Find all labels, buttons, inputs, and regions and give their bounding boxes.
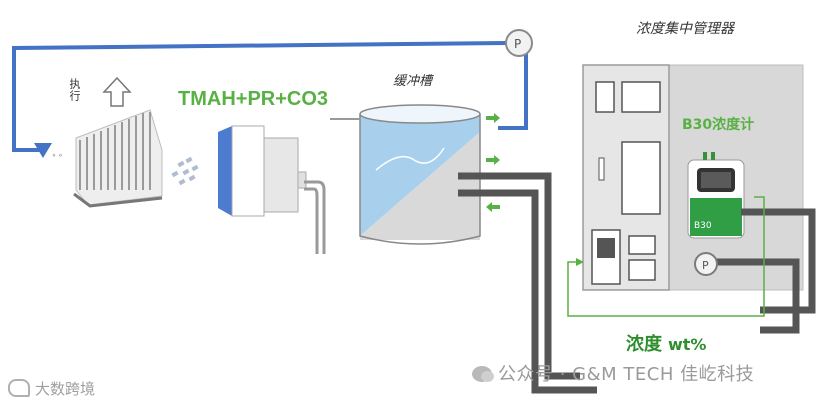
supply-pipe xyxy=(304,180,326,254)
wechat-watermark: 公众号 · G&M TECH 佳屹科技 xyxy=(472,360,754,386)
concentration-unit: wt% xyxy=(668,335,707,354)
sampling-pipes xyxy=(458,172,816,394)
green-flow-arrows xyxy=(486,113,500,212)
buffer-tank-label: 缓冲槽 xyxy=(393,74,433,89)
blue-nozzle-icon: ° ° xyxy=(34,143,63,162)
signal-line xyxy=(567,196,765,317)
concentration-label: 浓度 wt% xyxy=(626,330,706,356)
manager-label: 浓度集中管理器 xyxy=(636,21,734,37)
meter-label: B30浓度计 xyxy=(682,117,755,133)
spray-drops-icon xyxy=(171,156,199,186)
svg-text:B30: B30 xyxy=(694,221,712,231)
pump-top-icon: P xyxy=(505,29,533,57)
wechat-icon xyxy=(472,366,494,382)
exec-unit xyxy=(73,109,163,208)
exec-label: 执行 xyxy=(68,78,81,102)
bigdata-watermark-text: 大数跨境 xyxy=(35,380,96,398)
b30-meter-icon: B30 xyxy=(687,152,745,239)
bigdata-watermark: 大数跨境 xyxy=(8,378,95,399)
wechat-watermark-text: 公众号 · G&M TECH 佳屹科技 xyxy=(498,364,755,385)
svg-text:° °: ° ° xyxy=(52,153,63,162)
signal-arrow-icon xyxy=(576,258,584,266)
buffer-tank xyxy=(330,104,481,245)
pump-bottom-label: P xyxy=(702,259,709,272)
chemical-label: TMAH+PR+CO3 xyxy=(178,88,329,110)
up-arrow-icon xyxy=(102,76,132,107)
pump-top-label: P xyxy=(514,37,521,51)
concentration-text: 浓度 xyxy=(626,334,662,355)
chemical-supply-box xyxy=(218,125,307,217)
pump-bottom-icon: P xyxy=(694,252,718,276)
bigdata-logo-icon xyxy=(8,379,30,397)
